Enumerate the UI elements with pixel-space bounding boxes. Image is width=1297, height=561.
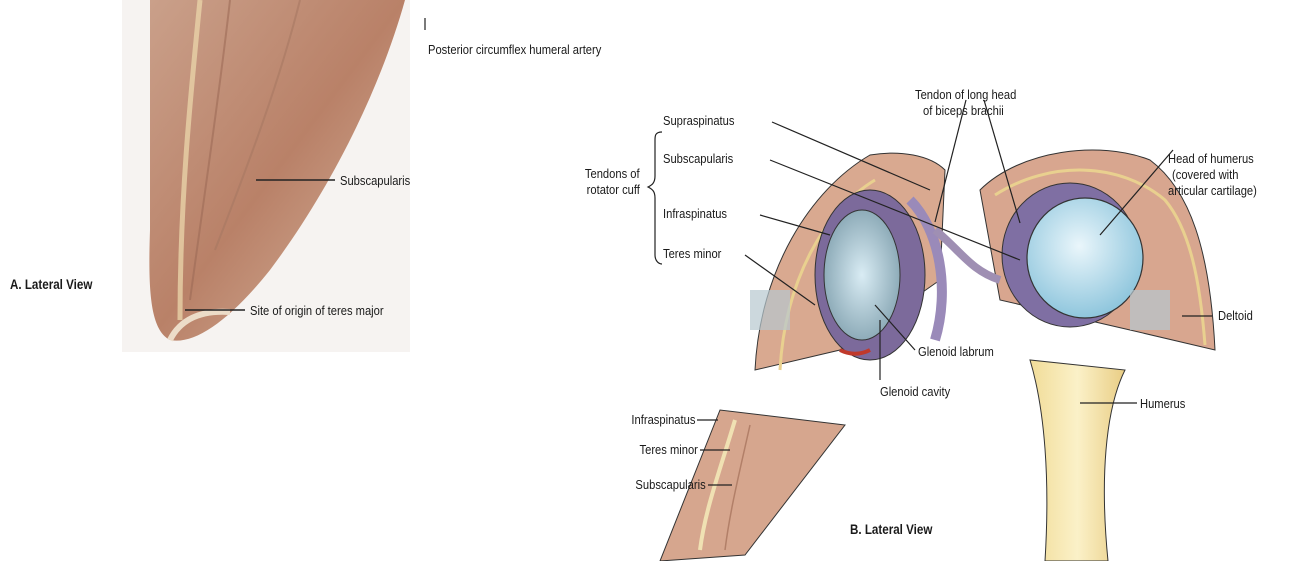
label-teres-minor-bottom: Teres minor [640,442,698,458]
label-biceps-tendon-line1: Tendon of long head [915,87,1016,103]
label-rotator-cuff-group-line1: Tendons of [585,166,640,182]
label-biceps-tendon-line2: of biceps brachii [923,103,1004,119]
label-site-origin-teres-major: Site of origin of teres major [250,303,384,319]
rotator-cuff-bracket [648,132,662,264]
panel-b-title: B. Lateral View [850,522,932,538]
label-infraspinatus-top: Infraspinatus [663,206,727,222]
label-posterior-circumflex-humeral-artery: Posterior circumflex humeral artery [428,42,601,58]
label-head-of-humerus-line1: Head of humerus [1168,151,1254,167]
label-glenoid-labrum: Glenoid labrum [918,344,994,360]
label-head-of-humerus-line3: articular cartilage) [1168,183,1257,199]
humerus-shaft [1030,360,1125,561]
panel-a: Posterior circumflex humeral artery Subs… [0,0,520,360]
label-humerus: Humerus [1140,396,1185,412]
label-rotator-cuff-group-line2: rotator cuff [587,182,640,198]
label-subscapularis-top: Subscapularis [663,151,733,167]
label-infraspinatus-bottom: Infraspinatus [631,412,695,428]
panel-a-title: A. Lateral View [10,277,92,293]
label-deltoid: Deltoid [1218,308,1253,324]
label-subscapularis-a: Subscapularis [340,173,410,189]
humeral-head-shape [1027,198,1143,318]
label-glenoid-cavity: Glenoid cavity [880,384,950,400]
label-subscapularis-bottom: Subscapularis [636,477,706,493]
label-teres-minor-top: Teres minor [663,246,721,262]
panel-b: Supraspinatus Subscapularis Infraspinatu… [540,80,1280,561]
label-supraspinatus: Supraspinatus [663,113,734,129]
label-head-of-humerus-line2: (covered with [1172,167,1238,183]
